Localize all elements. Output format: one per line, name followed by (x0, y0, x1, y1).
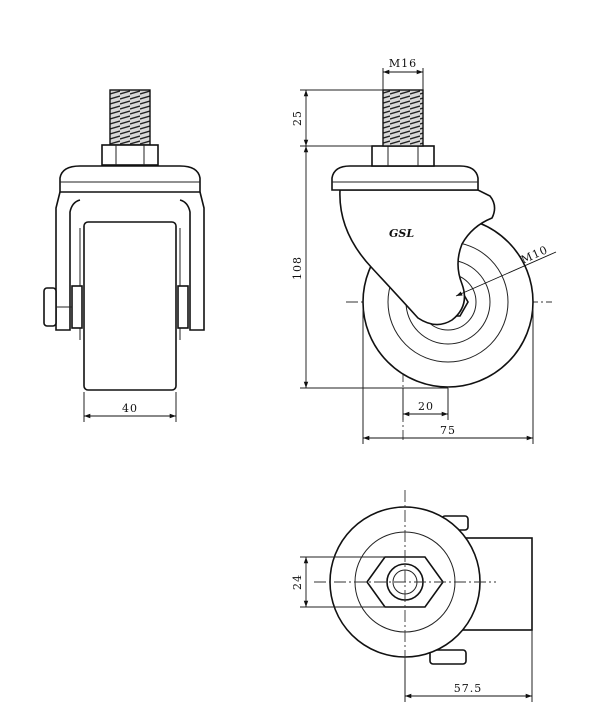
front-fork-right (179, 191, 205, 331)
side-hex-nut (371, 145, 435, 167)
dim-hex-size: 24 (291, 574, 304, 590)
front-axle-bolt-left (43, 287, 57, 327)
dim-swivel-offset: 20 (418, 400, 434, 413)
side-top-plate (331, 165, 479, 191)
dim-thread-height: 25 (291, 110, 304, 126)
side-threaded-stem (382, 89, 424, 147)
dim-footprint-length: 57.5 (454, 682, 483, 695)
front-fork-left (55, 191, 81, 331)
front-view: 40 (43, 89, 205, 422)
front-axle-nut-right (177, 285, 189, 329)
dim-thread-size: M16 (389, 57, 417, 70)
top-view: 24 57.5 (291, 490, 533, 702)
brand-logo: GSL (389, 227, 414, 240)
dim-bolt-size: M10 (519, 243, 550, 266)
front-axle-nut-left (71, 285, 83, 329)
front-top-plate (59, 165, 201, 193)
front-hex-nut (101, 144, 159, 166)
side-fork-body (339, 189, 496, 326)
side-view: GSL M16 25 108 M10 20 (291, 57, 557, 444)
dim-line-bolt-size (455, 251, 557, 297)
top-lug-lower (429, 649, 467, 665)
dim-wheel-width: 40 (122, 402, 138, 415)
dim-overall-height: 108 (291, 256, 304, 280)
front-wheel (83, 221, 177, 391)
dim-wheel-diameter: 75 (440, 424, 456, 437)
front-threaded-stem (109, 89, 151, 146)
